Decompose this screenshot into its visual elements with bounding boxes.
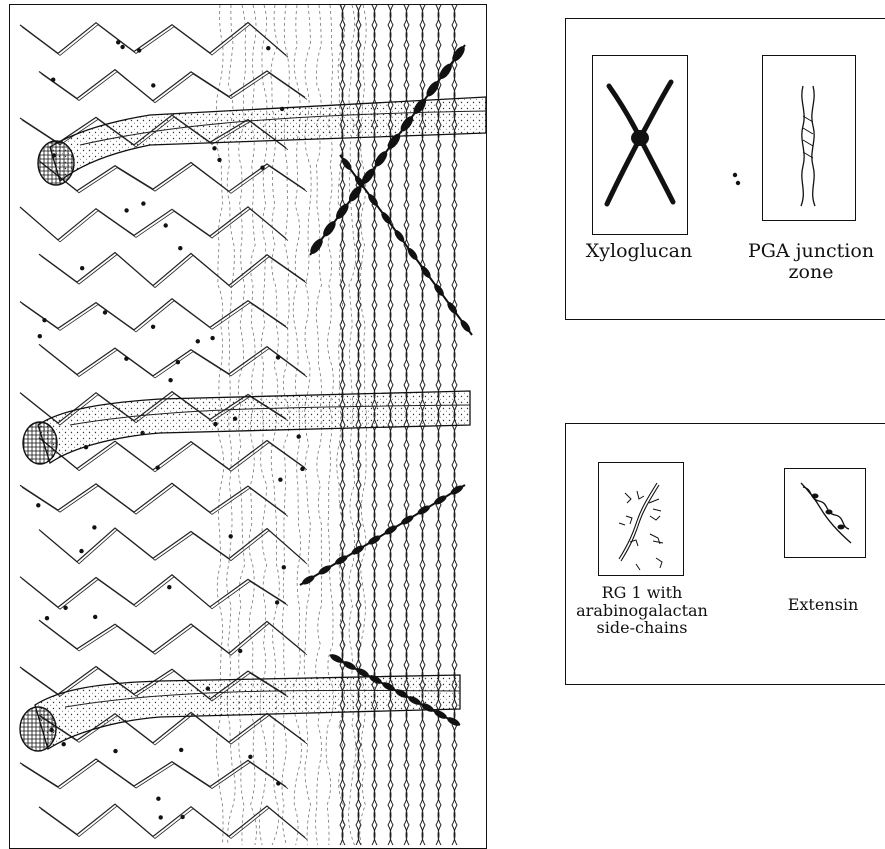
xyloglucan-symbol: [593, 56, 687, 234]
cell-wall-diagram: [9, 4, 487, 849]
cellulose-microfibril-3: [20, 675, 460, 751]
pga-label-line1: PGA junction: [744, 241, 878, 262]
rg1-label-line3: side-chains: [572, 619, 712, 637]
pga-junction-label: PGA junction zone: [744, 241, 878, 283]
cellulose-microfibril-2: [23, 391, 470, 464]
pga-label-line2: zone: [744, 262, 878, 283]
extensin-label: Extensin: [768, 596, 878, 614]
legend-panel-bottom: RG 1 with arabinogalactan side-chains Ex…: [565, 423, 885, 685]
rg1-label-line1: RG 1 with: [572, 584, 712, 602]
microfibril-end-1: [38, 141, 74, 185]
pga-junction-thumbnail: [762, 55, 856, 221]
cell-wall-illustration: [10, 5, 486, 848]
rg1-symbol: [599, 463, 683, 575]
rg1-label-line2: arabinogalactan: [572, 602, 712, 620]
extensin-thumbnail: [784, 468, 866, 558]
microfibril-end-3: [20, 707, 56, 751]
rg1-label: RG 1 with arabinogalactan side-chains: [572, 584, 712, 637]
extensin-helices: [300, 44, 472, 727]
legend-panel-top: Xyloglucan PGA junction zone: [565, 18, 885, 320]
microfibril-end-2: [23, 422, 57, 464]
rg1-thumbnail: [598, 462, 684, 576]
extensin-symbol: [785, 469, 865, 557]
separator-dots: [730, 169, 746, 191]
pga-junction-symbol: [763, 56, 855, 220]
xyloglucan-thumbnail: [592, 55, 688, 235]
xyloglucan-label: Xyloglucan: [578, 241, 700, 262]
